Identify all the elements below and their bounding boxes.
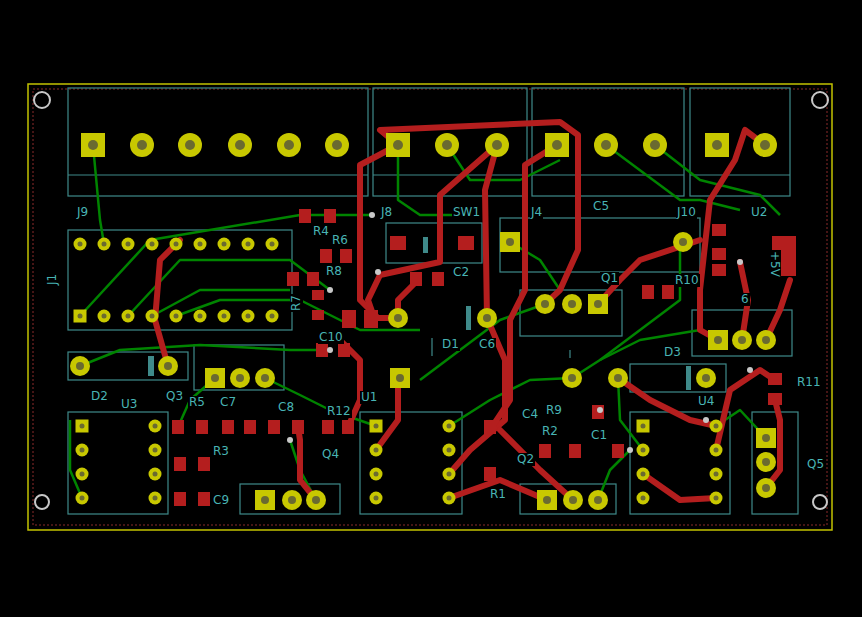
reference-label: +5V (768, 250, 781, 278)
through-hole-pads (70, 133, 777, 510)
reference-label: R7 (290, 294, 303, 312)
reference-label: R4 (312, 225, 330, 238)
reference-label: C8 (277, 401, 295, 414)
reference-label: U3 (120, 398, 138, 411)
reference-label: J9 (76, 206, 89, 219)
reference-label: C10 (318, 331, 344, 344)
reference-label: R12 (326, 405, 352, 418)
reference-label: J10 (676, 206, 697, 219)
reference-label: C6 (478, 338, 496, 351)
smd-pads (172, 209, 796, 506)
reference-label: Q5 (806, 458, 825, 471)
reference-label: J8 (380, 206, 393, 219)
reference-label: 6 (740, 293, 750, 306)
reference-label: C4 (521, 408, 539, 421)
reference-label: C1 (590, 429, 608, 442)
reference-label: D2 (90, 390, 109, 403)
reference-label: U4 (697, 395, 715, 408)
reference-label: Q2 (516, 453, 535, 466)
reference-label: D3 (663, 346, 682, 359)
reference-label: R10 (674, 274, 700, 287)
reference-label: J1 (46, 273, 59, 286)
vias (287, 209, 753, 453)
board-outline (28, 84, 832, 530)
reference-label: C9 (212, 494, 230, 507)
reference-label: R3 (212, 445, 230, 458)
reference-label: R2 (541, 425, 559, 438)
reference-label: C7 (219, 396, 237, 409)
reference-label: R5 (188, 396, 206, 409)
reference-label: U2 (750, 206, 768, 219)
reference-label: U1 (360, 391, 378, 404)
component-outlines (68, 88, 798, 514)
reference-label: Q4 (321, 448, 340, 461)
reference-label: C5 (592, 200, 610, 213)
top-copper-traces (155, 122, 790, 500)
reference-label: R9 (545, 404, 563, 417)
reference-label: R8 (325, 265, 343, 278)
reference-label: J4 (530, 206, 543, 219)
bottom-copper-traces (70, 145, 780, 500)
reference-label: R11 (796, 376, 822, 389)
reference-label: Q1 (600, 272, 619, 285)
reference-label: C2 (452, 266, 470, 279)
reference-label: R6 (331, 234, 349, 247)
reference-label: SW1 (452, 206, 481, 219)
reference-label: Q3 (165, 390, 184, 403)
reference-label: R1 (489, 488, 507, 501)
reference-label: D1 (441, 338, 460, 351)
